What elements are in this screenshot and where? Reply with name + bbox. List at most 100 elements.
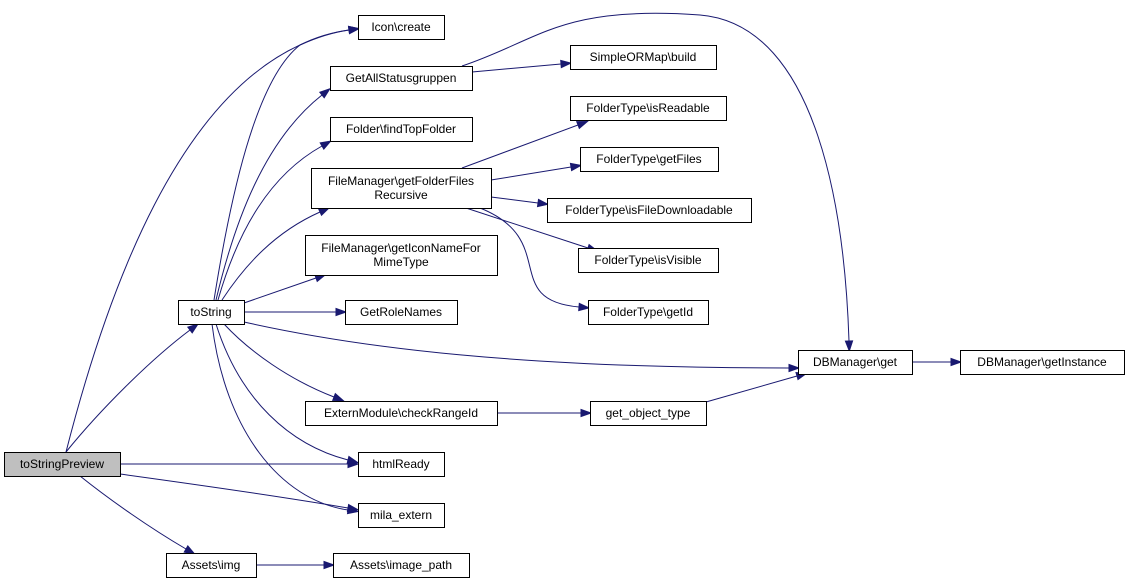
edge-arrowhead	[331, 392, 345, 402]
node-box[interactable]	[178, 300, 245, 325]
node-box[interactable]	[358, 15, 445, 40]
edge-toString-to-Folder_findTopFolder	[217, 140, 332, 301]
node-label: FolderType\isReadable	[586, 101, 710, 115]
node-Assets_image_path[interactable]: Assets\image_path	[333, 553, 470, 578]
node-box[interactable]	[4, 452, 121, 477]
edge-toString-to-htmlReady	[215, 323, 360, 465]
edge-arrowhead	[319, 140, 332, 150]
node-get_object_type[interactable]: get_object_type	[590, 401, 707, 426]
node-box[interactable]	[166, 553, 257, 578]
node-label: FileManager\getFolderFiles	[328, 174, 474, 188]
edge-FileManager_getFolderFilesRecursive-to-FolderType_isReadable	[461, 120, 589, 169]
node-box[interactable]	[358, 503, 445, 528]
node-box[interactable]	[333, 553, 470, 578]
edge-line	[490, 166, 572, 181]
edge-line	[65, 329, 191, 453]
node-label: DBManager\getInstance	[977, 355, 1107, 369]
edge-arrowhead	[318, 87, 331, 99]
node-box[interactable]	[305, 235, 498, 276]
node-SimpleORMap_build[interactable]: SimpleORMap\build	[570, 45, 717, 70]
node-label: toString	[190, 305, 231, 319]
node-label: FolderType\getId	[603, 305, 693, 319]
node-GetRoleNames[interactable]: GetRoleNames	[345, 300, 458, 325]
node-toStringPreview[interactable]: toStringPreview	[4, 452, 121, 477]
edge-toString-to-DBManager_get	[243, 321, 801, 373]
edge-toString-to-Icon_create	[213, 25, 361, 301]
edge-line	[243, 277, 317, 304]
node-box[interactable]	[590, 401, 707, 426]
node-label: Assets\image_path	[350, 558, 452, 572]
edge-toString-to-GetRoleNames	[244, 307, 348, 317]
node-box[interactable]	[798, 350, 913, 375]
edge-line	[119, 473, 349, 509]
node-ExternModule_checkRangeId[interactable]: ExternModule\checkRangeId	[305, 401, 498, 426]
edge-line	[223, 323, 335, 398]
edge-arrowhead	[560, 59, 573, 69]
edges-layer	[65, 12, 963, 570]
node-box[interactable]	[330, 66, 473, 91]
node-FolderType_isReadable[interactable]: FolderType\isReadable	[570, 96, 727, 121]
edge-line	[79, 475, 187, 550]
edge-arrowhead	[317, 207, 331, 217]
edge-arrowhead	[844, 340, 854, 353]
node-label: get_object_type	[606, 406, 691, 420]
node-box[interactable]	[305, 401, 498, 426]
node-FolderType_getFiles[interactable]: FolderType\getFiles	[580, 147, 719, 172]
edge-get_object_type-to-DBManager_get	[705, 371, 809, 403]
node-box[interactable]	[570, 96, 727, 121]
node-Assets_img[interactable]: Assets\img	[166, 553, 257, 578]
node-FolderType_getId[interactable]: FolderType\getId	[588, 300, 709, 325]
node-DBManager_get[interactable]: DBManager\get	[798, 350, 913, 375]
node-FolderType_isFileDownloadable[interactable]: FolderType\isFileDownloadable	[547, 198, 752, 223]
node-box[interactable]	[570, 45, 717, 70]
edge-line	[461, 12, 850, 342]
node-label: htmlReady	[372, 457, 429, 471]
node-box[interactable]	[330, 117, 473, 142]
node-box[interactable]	[578, 248, 719, 273]
node-toString[interactable]: toString	[178, 300, 245, 325]
edge-FileManager_getFolderFilesRecursive-to-FolderType_getFiles	[490, 162, 583, 181]
edge-arrowhead	[346, 505, 360, 515]
edge-line	[471, 63, 562, 73]
node-mila_extern[interactable]: mila_extern	[358, 503, 445, 528]
node-box[interactable]	[358, 452, 445, 477]
edge-arrowhead	[183, 545, 196, 555]
edge-toStringPreview-to-toString	[65, 323, 200, 453]
edge-ExternModule_checkRangeId-to-get_object_type	[497, 408, 593, 418]
edge-GetAllStatusgruppen-to-DBManager_get	[461, 12, 854, 353]
node-GetAllStatusgruppen[interactable]: GetAllStatusgruppen	[330, 66, 473, 91]
edge-arrowhead	[347, 25, 361, 35]
edge-arrowhead	[186, 323, 200, 334]
node-Icon_create[interactable]: Icon\create	[358, 15, 445, 40]
node-DBManager_getInstance[interactable]: DBManager\getInstance	[960, 350, 1125, 375]
node-label: Icon\create	[371, 20, 431, 34]
edge-line	[215, 323, 349, 461]
node-FolderType_isVisible[interactable]: FolderType\isVisible	[578, 248, 719, 273]
node-label: FolderType\isFileDownloadable	[565, 203, 733, 217]
node-label: Folder\findTopFolder	[346, 122, 456, 136]
node-box[interactable]	[960, 350, 1125, 375]
edge-arrowhead	[575, 120, 589, 130]
edge-arrowhead	[323, 560, 336, 570]
edge-arrowhead	[335, 307, 348, 317]
node-label: Recursive	[374, 188, 428, 202]
node-box[interactable]	[345, 300, 458, 325]
node-box[interactable]	[588, 300, 709, 325]
edge-line	[465, 207, 589, 249]
edge-Assets_img-to-Assets_image_path	[256, 560, 336, 570]
node-box[interactable]	[547, 198, 752, 223]
node-label: toStringPreview	[20, 457, 104, 471]
edge-arrowhead	[346, 455, 360, 465]
node-label: Assets\img	[182, 558, 241, 572]
edge-line	[221, 211, 321, 301]
node-label: ExternModule\checkRangeId	[324, 406, 478, 420]
edge-line	[243, 321, 790, 369]
node-htmlReady[interactable]: htmlReady	[358, 452, 445, 477]
node-box[interactable]	[580, 147, 719, 172]
edge-toString-to-mila_extern	[211, 323, 360, 515]
node-Folder_findTopFolder[interactable]: Folder\findTopFolder	[330, 117, 473, 142]
node-box[interactable]	[311, 168, 492, 209]
